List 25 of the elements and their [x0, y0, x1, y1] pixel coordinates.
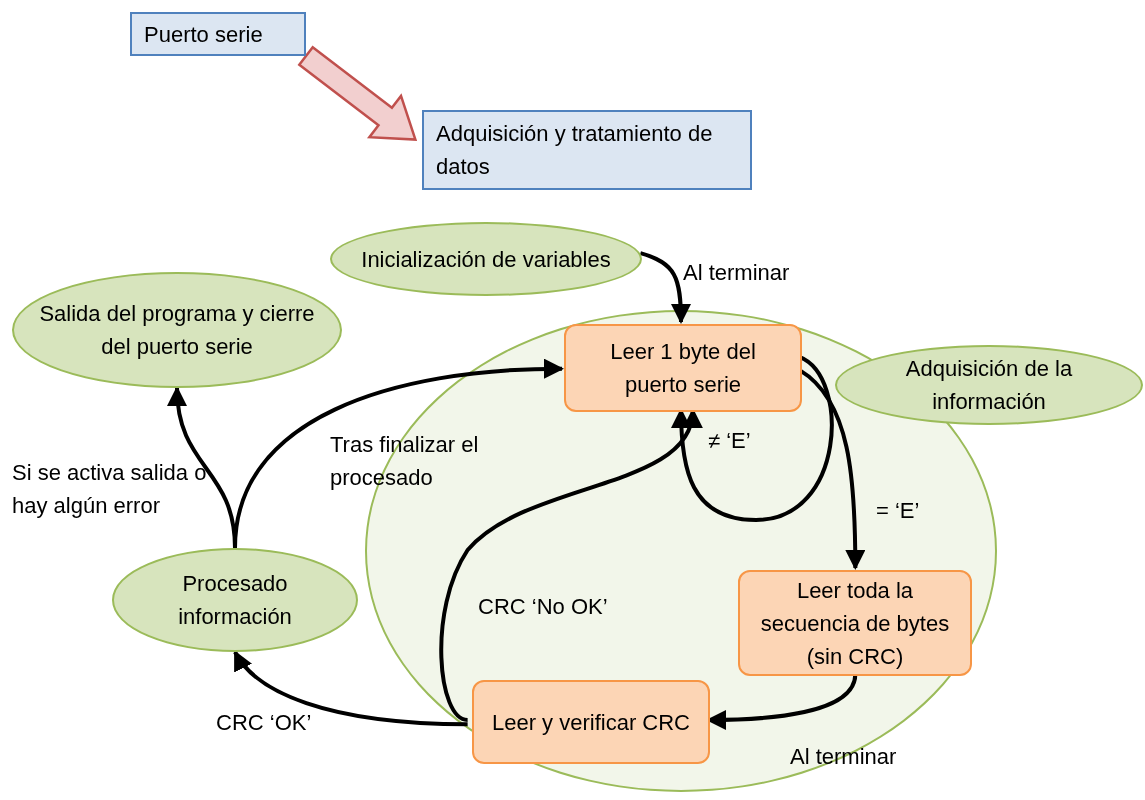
process-box	[130, 12, 306, 56]
process-box	[422, 110, 752, 190]
node-label: Leer y verificar CRC	[491, 708, 690, 737]
node-label: Puerto serie	[144, 20, 263, 49]
node-label: Procesado información	[177, 570, 293, 631]
arrow	[233, 359, 564, 549]
edge-label: ≠ ‘E’	[708, 427, 752, 455]
edge-label: Al terminar	[683, 259, 791, 287]
node-label: Adquisición y tratamiento de datos	[436, 120, 714, 181]
arrow	[233, 650, 468, 727]
arrow	[639, 251, 691, 324]
edge-label: Si se activa salida o hay algún error	[12, 459, 208, 520]
edge-label: CRC ‘No OK’	[478, 593, 609, 621]
edge-label: = ‘E’	[876, 497, 921, 525]
block-arrow	[297, 45, 418, 141]
node-label: Salida del programa y cierre del puerto serie	[38, 300, 316, 361]
process-box	[472, 680, 710, 764]
node-label: Adquisición de la información	[904, 355, 1074, 416]
node-label: Leer toda la secuencia de bytes (sin CRC)	[759, 576, 951, 671]
arrow	[671, 355, 834, 522]
process-box	[564, 324, 802, 412]
edge-label: CRC ‘OK’	[216, 709, 313, 737]
node-label: Inicialización de variables	[361, 245, 611, 274]
process-box	[738, 570, 972, 676]
node-label: Leer 1 byte del puerto serie	[609, 338, 757, 399]
